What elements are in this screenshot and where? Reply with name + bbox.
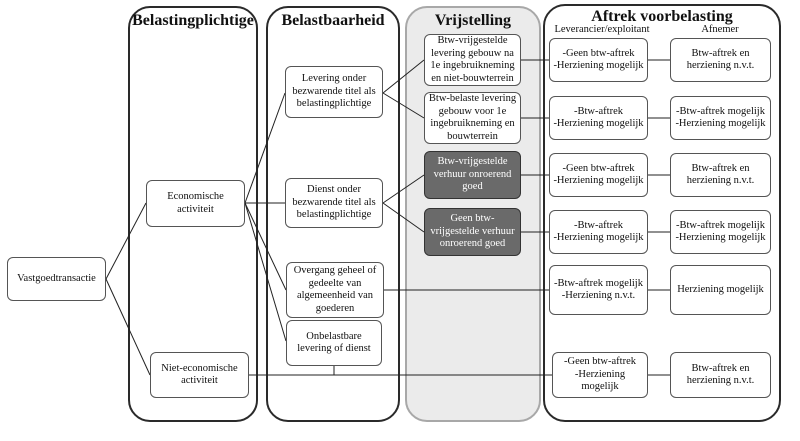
node-leverancier-6: -Geen btw-aftrek -Herziening mogelijk — [552, 352, 648, 398]
node-afnemer-4: -Btw-aftrek mogelijk -Herziening mogelij… — [670, 210, 771, 254]
node-belaste-levering-label: Btw-belaste levering gebouw voor 1e inge… — [428, 93, 517, 142]
node-geen-vrijgestelde-verhuur: Geen btw- vrijgestelde verhuur onroerend… — [424, 208, 521, 256]
node-afnemer-1: Btw-aftrek en herziening n.v.t. — [670, 38, 771, 82]
node-onbelastbare: Onbelastbare levering of dienst — [286, 320, 382, 366]
node-leverancier-1: -Geen btw-aftrek -Herziening mogelijk — [549, 38, 648, 82]
node-levering-label: Levering onder bezwarende titel als bela… — [292, 73, 376, 110]
node-leverancier-4-label: -Btw-aftrek -Herziening mogelijk — [553, 219, 644, 244]
column-title-belastingplichtige: Belastingplichtige — [132, 12, 254, 29]
node-vastgoedtransactie: Vastgoedtransactie — [7, 257, 106, 301]
node-economische-activiteit-label: Economische activiteit — [167, 191, 224, 215]
node-leverancier-3-label: -Geen btw-aftrek -Herziening mogelijk — [553, 162, 644, 187]
node-afnemer-5-label: Herziening mogelijk — [677, 283, 764, 295]
node-leverancier-5-label: -Btw-aftrek mogelijk -Herziening n.v.t. — [554, 277, 643, 302]
node-dienst-label: Dienst onder bezwarende titel als belast… — [292, 184, 376, 221]
node-leverancier-3: -Geen btw-aftrek -Herziening mogelijk — [549, 153, 648, 197]
node-niet-economische-activiteit-label: Niet-economische activiteit — [161, 362, 238, 387]
subheader-afnemer: Afnemer — [701, 24, 739, 35]
node-economische-activiteit: Economische activiteit — [146, 180, 245, 227]
node-levering: Levering onder bezwarende titel als bela… — [285, 66, 383, 118]
node-afnemer-3: Btw-aftrek en herziening n.v.t. — [670, 153, 771, 197]
node-leverancier-1-label: -Geen btw-aftrek -Herziening mogelijk — [553, 47, 644, 72]
node-vrijgestelde-verhuur: Btw-vrijgestelde verhuur onroerend goed — [424, 151, 521, 199]
node-afnemer-2: -Btw-aftrek mogelijk -Herziening mogelij… — [670, 96, 771, 140]
node-vrijgestelde-verhuur-label: Btw-vrijgestelde verhuur onroerend goed — [433, 156, 512, 193]
node-afnemer-1-label: Btw-aftrek en herziening n.v.t. — [686, 47, 755, 72]
node-leverancier-6-label: -Geen btw-aftrek -Herziening mogelijk — [563, 356, 636, 393]
node-afnemer-4-label: -Btw-aftrek mogelijk -Herziening mogelij… — [675, 219, 766, 244]
node-geen-vrijgestelde-verhuur-label: Geen btw- vrijgestelde verhuur onroerend… — [430, 213, 515, 250]
node-afnemer-6: Btw-aftrek en herziening n.v.t. — [670, 352, 771, 398]
node-vrijgestelde-levering: Btw-vrijgestelde levering gebouw na 1e i… — [424, 34, 521, 86]
node-niet-economische-activiteit: Niet-economische activiteit — [150, 352, 249, 398]
node-onbelastbare-label: Onbelastbare levering of dienst — [297, 330, 371, 355]
column-title-belastbaarheid: Belastbaarheid — [281, 12, 385, 29]
column-title-vrijstelling: Vrijstelling — [434, 12, 512, 29]
node-dienst: Dienst onder bezwarende titel als belast… — [285, 178, 383, 228]
node-afnemer-2-label: -Btw-aftrek mogelijk -Herziening mogelij… — [675, 105, 766, 130]
node-vastgoedtransactie-label: Vastgoedtransactie — [17, 272, 96, 284]
node-overgang-label: Overgang geheel of gedeelte van algemeen… — [293, 265, 377, 314]
node-leverancier-2-label: -Btw-aftrek -Herziening mogelijk — [553, 105, 644, 130]
node-belaste-levering: Btw-belaste levering gebouw voor 1e inge… — [424, 92, 521, 144]
column-title-aftrek: Aftrek voorbelasting — [591, 8, 733, 25]
node-afnemer-6-label: Btw-aftrek en herziening n.v.t. — [686, 362, 755, 387]
subheader-leverancier: Leverancier/exploitant — [554, 24, 650, 35]
node-overgang: Overgang geheel of gedeelte van algemeen… — [286, 262, 384, 318]
node-leverancier-4: -Btw-aftrek -Herziening mogelijk — [549, 210, 648, 254]
node-afnemer-5: Herziening mogelijk — [670, 265, 771, 315]
node-leverancier-5: -Btw-aftrek mogelijk -Herziening n.v.t. — [549, 265, 648, 315]
node-afnemer-3-label: Btw-aftrek en herziening n.v.t. — [686, 162, 755, 187]
node-vrijgestelde-levering-label: Btw-vrijgestelde levering gebouw na 1e i… — [430, 35, 515, 84]
node-leverancier-2: -Btw-aftrek -Herziening mogelijk — [549, 96, 648, 140]
